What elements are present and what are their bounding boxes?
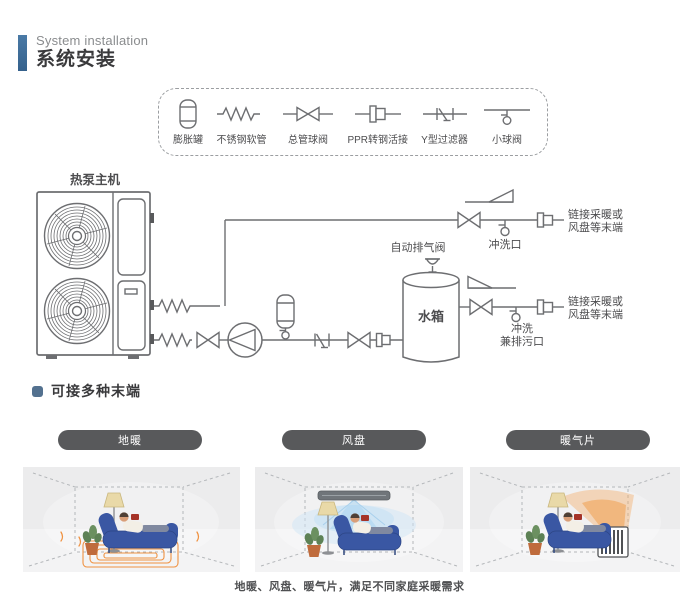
legend-item-ball-valve: 总管球阀: [280, 98, 336, 146]
small-ball-valve-symbol: [500, 226, 510, 237]
header-title-en: System installation: [36, 33, 149, 48]
heat-pump-unit: 热泵主机: [36, 172, 154, 359]
ppr-union-icon: [352, 98, 404, 130]
small-ball-valve-symbol: [511, 312, 521, 323]
floor-lamp: [317, 501, 339, 555]
sofa-with-person: [543, 512, 612, 553]
potted-plant: [304, 527, 324, 557]
room-outline: [475, 472, 675, 567]
ceiling-fan-coil-unit: [317, 490, 391, 501]
heat-pump-label: 热泵主机: [70, 172, 121, 187]
legend-label: Y型过滤器: [421, 135, 468, 146]
flex-hose-icon: [214, 98, 268, 130]
expansion-tank-icon: [175, 98, 201, 130]
potted-plant: [525, 525, 545, 555]
legend-item-small-ball-valve: 小球阀: [481, 98, 533, 146]
terminal-note: 链接采暖或: [568, 207, 623, 221]
slope-symbol: [467, 275, 493, 289]
water-tank: 自动排气阀 水箱: [391, 240, 460, 363]
water-tank-label: 水箱: [418, 309, 444, 324]
terminals-caption: 地暖、风盘、暖气片，满足不同家庭采暖需求: [234, 581, 465, 593]
y-strainer-icon: [420, 98, 470, 130]
flush-port-label: 冲洗口: [489, 237, 522, 251]
potted-plant: [82, 525, 102, 555]
piping-diagram: 热泵主机: [36, 172, 623, 363]
legend-item-flex-hose: 不锈钢软管: [214, 98, 268, 146]
ppr-union-symbol: [375, 332, 383, 348]
legend-label: 不锈钢软管: [216, 135, 267, 146]
small-ball-valve-icon: [481, 98, 533, 130]
legend-label: PPR转钢活接: [347, 135, 409, 146]
tank-outlet-pipe: 冲洗 兼排污口 链接采暖或 风盘等末端: [459, 275, 623, 348]
header-accent-bar: [18, 35, 27, 71]
terminal-note: 风盘等末端: [568, 220, 623, 234]
sofa-with-person: [333, 513, 402, 555]
air-vent-symbol: [425, 258, 440, 265]
ball-valve-symbol: [347, 331, 371, 349]
fan-icon: [43, 277, 111, 345]
section-bullet-icon: [32, 385, 43, 397]
terminal-note: 风盘等末端: [568, 307, 623, 321]
terminal-note: 链接采暖或: [568, 294, 623, 308]
ppr-union-symbol: [536, 212, 545, 228]
floor-heating-scene: [23, 467, 240, 572]
flex-hose-symbol: [154, 298, 220, 314]
warm-air-glow: [562, 489, 634, 529]
sofa-with-person: [98, 512, 178, 553]
terminal-pill-fan-coil: 风盘: [282, 430, 426, 450]
slope-symbol: [488, 188, 514, 203]
ball-valve-icon: [280, 98, 336, 130]
ball-valve-symbol: [196, 331, 220, 349]
ppr-union-symbol: [536, 299, 545, 315]
legend-item-ppr-union: PPR转钢活接: [347, 98, 408, 146]
flush-drain-label: 兼排污口: [500, 334, 544, 348]
legend-label: 总管球阀: [287, 135, 328, 146]
return-pipe: [154, 294, 403, 358]
auto-air-vent-label: 自动排气阀: [391, 240, 446, 254]
terminals-section-header: 可接多种末端: [32, 381, 141, 401]
expansion-tank-symbol: [276, 294, 295, 340]
radiator-scene: [470, 467, 680, 572]
flush-drain-label: 冲洗: [511, 321, 533, 335]
terminal-pill-floor-heating: 地暖: [58, 430, 202, 450]
supply-pipe: 冲洗口 链接采暖或 风盘等末端: [154, 188, 623, 314]
symbol-legend: 膨胀罐 不锈钢软管 总管球阀 PP: [158, 88, 548, 156]
ball-valve-symbol: [469, 298, 493, 316]
y-strainer-symbol: [314, 333, 330, 349]
legend-label: 膨胀罐: [173, 135, 203, 146]
ball-valve-symbol: [457, 211, 481, 229]
legend-item-expansion-tank: 膨胀罐: [173, 98, 203, 146]
header-title-zh: 系统安装: [36, 49, 117, 70]
legend-item-y-strainer: Y型过滤器: [420, 98, 470, 146]
flex-hose-symbol: [154, 332, 192, 348]
fan-coil-scene: [255, 467, 463, 572]
terminals-section-title: 可接多种末端: [51, 383, 141, 399]
terminal-pill-radiator: 暖气片: [506, 430, 650, 450]
page-header: System installation 系统安装: [18, 33, 148, 71]
legend-label: 小球阀: [491, 135, 522, 146]
fan-icon: [43, 202, 111, 270]
room-outline: [28, 472, 235, 567]
